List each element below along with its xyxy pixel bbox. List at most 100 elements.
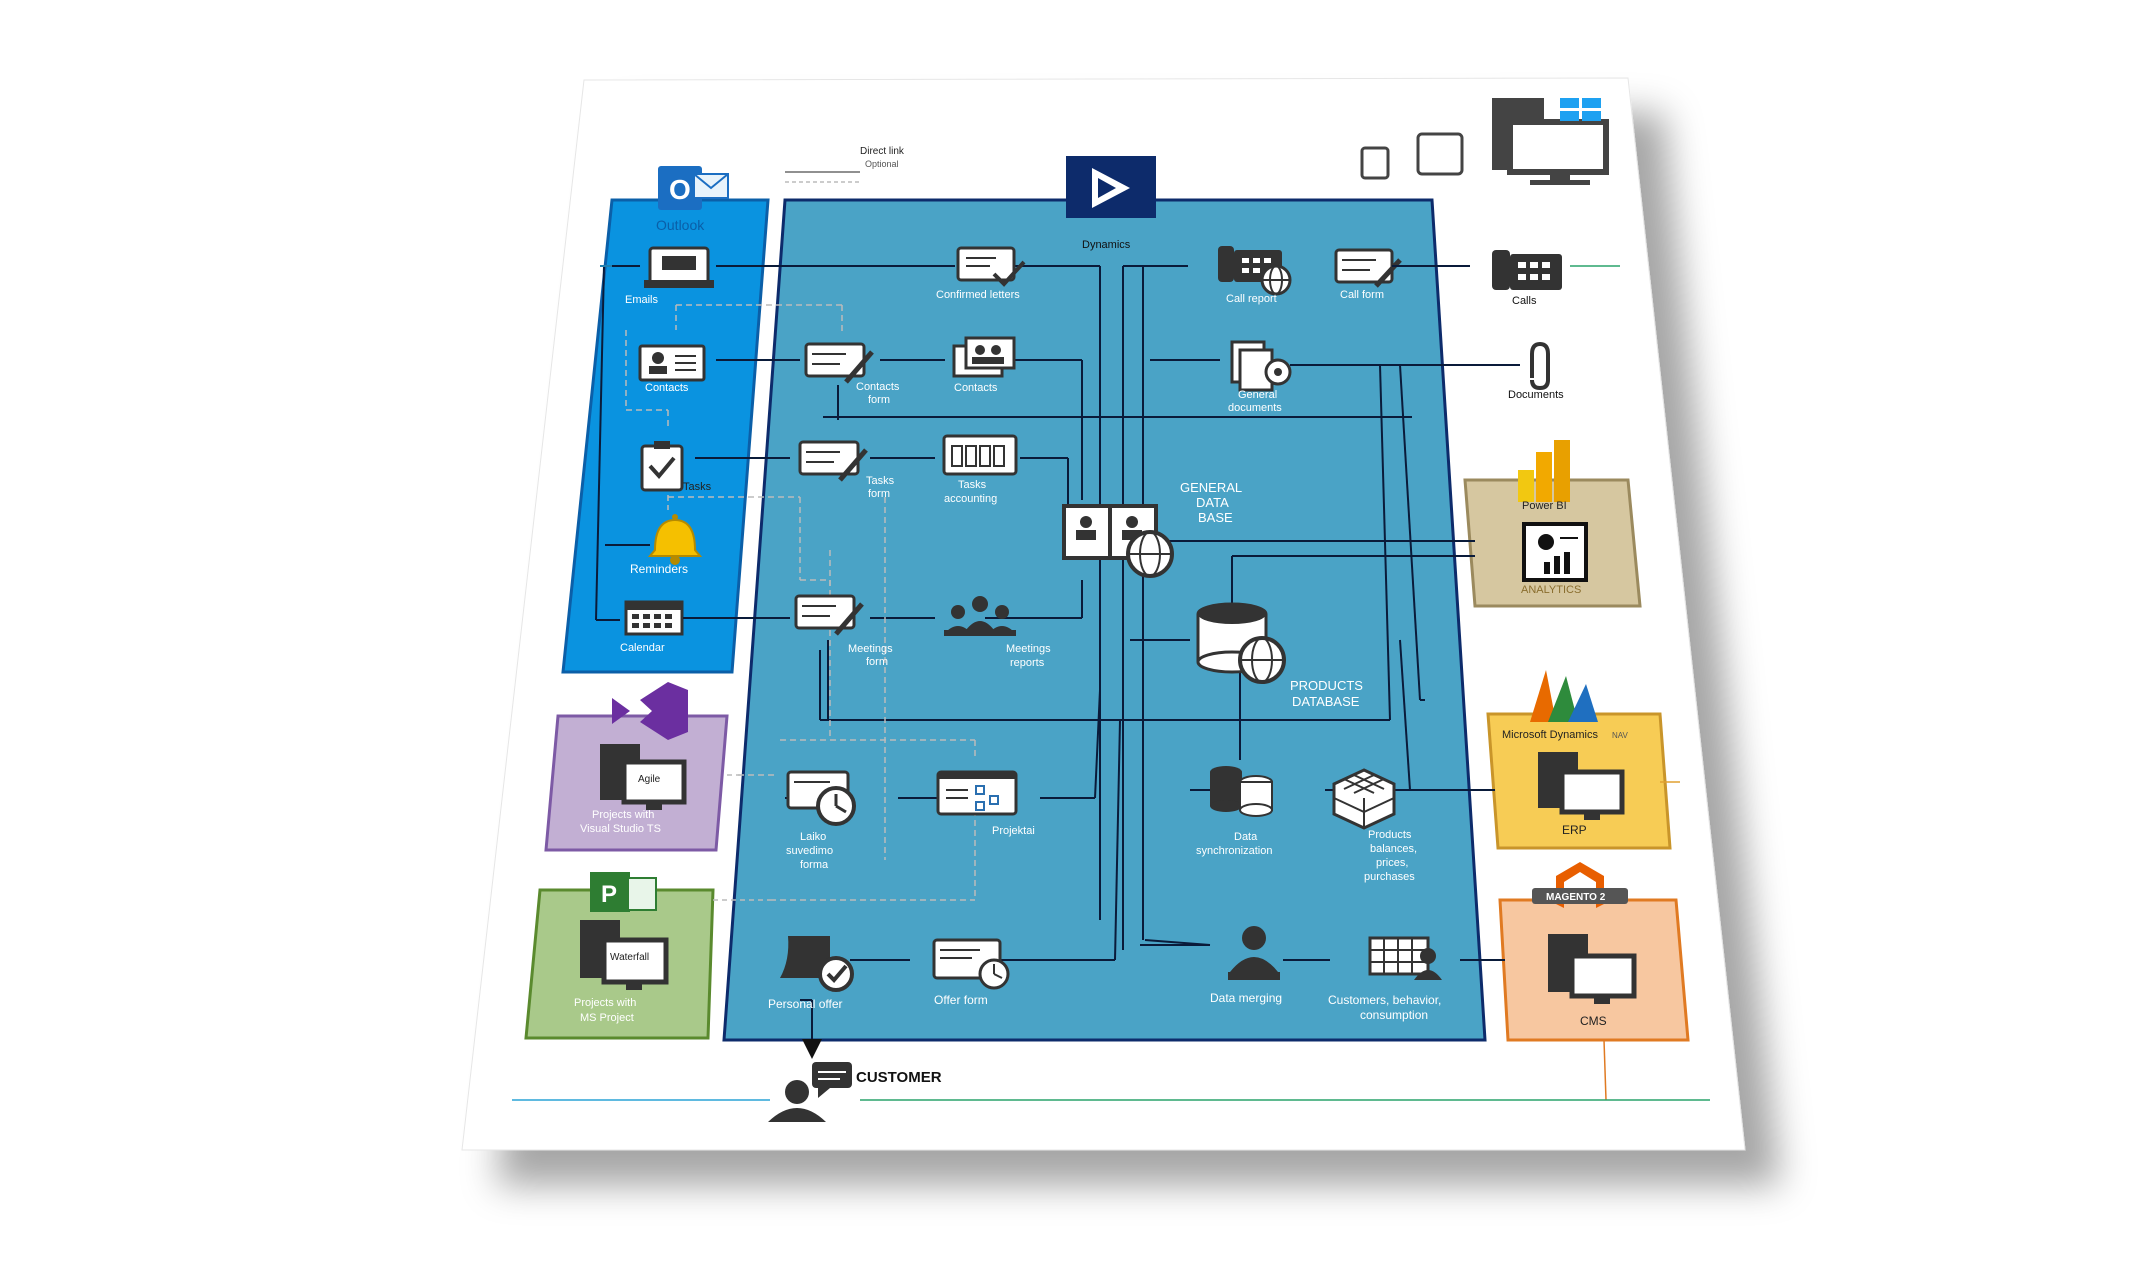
ms-project-panel: P Waterfall Projects with MS Project [524, 872, 715, 1040]
reminders-label: Reminders [630, 562, 688, 576]
tasks-form-icon [798, 440, 868, 482]
emails-icon [644, 246, 714, 288]
vs-label-line1: Projects with [592, 809, 654, 821]
svg-text:O: O [669, 174, 691, 205]
confirmed-letters-icon [956, 246, 1026, 287]
agile-computer-icon [600, 744, 687, 810]
visual-studio-panel: Agile Projects with Visual Studio TS [544, 682, 729, 852]
customer-icon [768, 1062, 852, 1122]
erp-panel: Microsoft Dynamics NAV ERP [1486, 670, 1672, 850]
magento-icon: MAGENTO 2 [1532, 862, 1628, 908]
dynamics-title: Dynamics [1082, 239, 1131, 251]
outlook-contacts-label: Contacts [645, 382, 689, 394]
calls-node: Calls [1492, 250, 1562, 307]
msp-label-line2: MS Project [580, 1012, 634, 1024]
meetings-reports-icon [944, 596, 1016, 636]
visual-studio-icon [612, 682, 688, 740]
calendar-icon [624, 600, 684, 636]
dynamics-panel: Dynamics [722, 156, 1487, 1042]
waterfall-computer-icon [580, 920, 669, 990]
offer-form-icon [932, 938, 1010, 990]
projektai-label: Projektai [992, 825, 1035, 837]
time-entry-form-icon [786, 770, 856, 826]
msp-label-line1: Projects with [574, 997, 636, 1009]
data-merging-label: Data merging [1210, 991, 1282, 1005]
outlook-panel: O Outlook Emails Contacts Tasks [561, 166, 770, 674]
tasks-form-label-1: Tasks [866, 475, 895, 487]
general-db-label-2: DATA [1196, 495, 1229, 510]
legend-direct-link: Direct link [860, 146, 905, 157]
outlook-icon: O [658, 166, 729, 210]
call-report-icon [1218, 246, 1292, 296]
general-database-icon [1062, 504, 1174, 578]
agile-label: Agile [638, 774, 661, 785]
products-balances-label-4: purchases [1364, 871, 1415, 883]
connector-lines [605, 265, 1500, 1059]
general-documents-icon [1230, 340, 1292, 392]
confirmed-letters-label: Confirmed letters [936, 289, 1020, 301]
offer-form-label: Offer form [934, 993, 988, 1007]
analytics-panel: Power BI ANALYTICS [1463, 440, 1642, 608]
calls-label: Calls [1512, 295, 1537, 307]
general-db-label-1: GENERAL [1180, 480, 1242, 495]
dynamics-logo-icon [1066, 156, 1156, 218]
tasks-accounting-label-2: accounting [944, 493, 997, 505]
calendar-label: Calendar [620, 642, 665, 654]
meetings-form-icon [794, 594, 864, 636]
products-balances-label-3: prices, [1376, 857, 1408, 869]
meetings-reports-label-2: reports [1010, 657, 1045, 669]
external-lines [512, 265, 1710, 1101]
products-balances-label-1: Products [1368, 829, 1412, 841]
legend-optional: Optional [865, 159, 899, 169]
svg-text:P: P [601, 881, 617, 908]
data-sync-label-1: Data [1234, 831, 1258, 843]
power-bi-icon [1518, 440, 1570, 502]
products-db-label-1: PRODUCTS [1290, 678, 1363, 693]
projektai-icon [936, 770, 1018, 816]
magento-label: MAGENTO 2 [1546, 892, 1606, 903]
devices-icon [1360, 98, 1609, 185]
customers-table-icon [1368, 936, 1442, 980]
windows-icon [1560, 98, 1601, 121]
personal-offer-label: Personal offer [768, 997, 843, 1011]
personal-offer-icon [780, 936, 854, 992]
desk-phone-icon [1492, 250, 1562, 290]
meetings-form-label-1: Meetings [848, 643, 893, 655]
dynamics-contacts-icon [952, 336, 1016, 378]
emails-label: Emails [625, 294, 659, 306]
ms-project-icon: P [590, 872, 657, 912]
documents-node: Documents [1508, 341, 1564, 401]
customers-behavior-label-1: Customers, behavior, [1328, 993, 1441, 1007]
outlook-tasks-label: Tasks [683, 481, 712, 493]
tasks-clipboard-icon [640, 441, 684, 492]
data-sync-icon [1210, 766, 1273, 817]
tasks-accounting-icon [942, 434, 1018, 476]
analytics-report-icon [1522, 522, 1588, 582]
contacts-form-label-1: Contacts [856, 381, 900, 393]
erp-computer-icon [1538, 752, 1625, 820]
power-bi-label: Power BI [1522, 500, 1567, 512]
contacts-form-icon [804, 342, 874, 384]
products-balances-label-2: balances, [1370, 843, 1417, 855]
call-report-label: Call report [1226, 293, 1277, 305]
paperclip-icon [1530, 341, 1550, 391]
customer-node: CUSTOMER [768, 1062, 942, 1122]
customers-behavior-label-2: consumption [1360, 1008, 1428, 1022]
nav-label: NAV [1612, 731, 1629, 740]
products-database-icon [1196, 602, 1286, 684]
cms-label: CMS [1580, 1014, 1607, 1028]
general-db-label-3: BASE [1198, 510, 1233, 525]
cms-panel: MAGENTO 2 CMS [1498, 862, 1690, 1042]
cms-computer-icon [1548, 934, 1637, 1004]
call-form-icon [1334, 248, 1402, 288]
reminders-bell-icon [647, 514, 703, 565]
waterfall-label: Waterfall [610, 952, 649, 963]
contacts-card-icon [638, 344, 706, 382]
dynamics-contacts-label: Contacts [954, 382, 998, 394]
general-documents-label-1: General [1238, 389, 1277, 401]
tasks-form-label-2: form [868, 488, 890, 500]
data-sync-label-2: synchronization [1196, 845, 1272, 857]
dashed-connectors [625, 304, 976, 901]
microsoft-dynamics-nav-icon [1530, 670, 1598, 722]
